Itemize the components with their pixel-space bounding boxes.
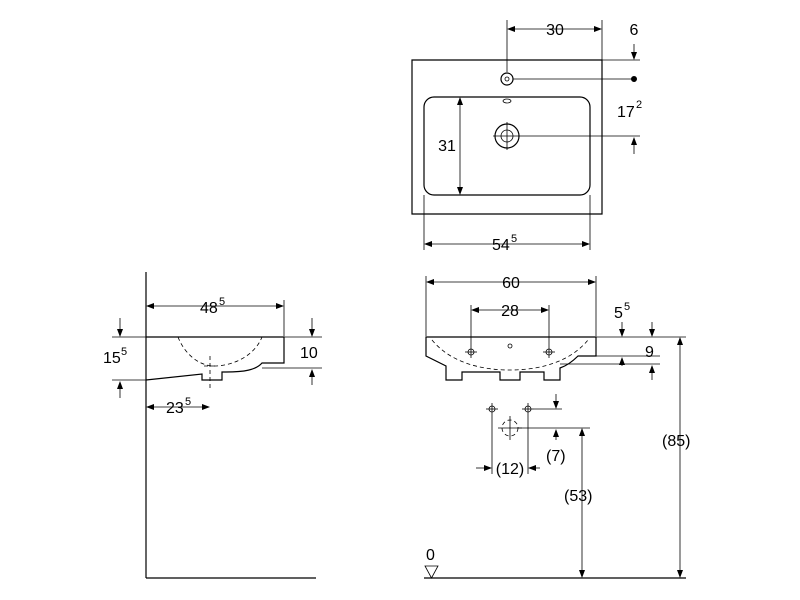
floor-level-marker (424, 565, 439, 579)
top-view-bowl (423, 96, 591, 196)
dim-30-label: 30 (546, 22, 564, 39)
dim-17-label: 17 (617, 104, 635, 121)
dim-15-label: 15 (103, 350, 121, 367)
side-view: 48 5 15 5 10 23 5 (103, 272, 322, 579)
top-view-outline (411, 59, 603, 215)
dim-23-sup: 5 (185, 396, 191, 408)
side-view-basin (145, 336, 285, 381)
dim-28-label: 28 (501, 303, 519, 320)
front-tap-mark-right (543, 346, 555, 358)
dim-17-sup: 2 (636, 99, 642, 111)
dim-48-label: 48 (200, 300, 218, 317)
dim-7-label: (7) (546, 448, 566, 465)
dim-48-sup: 5 (219, 296, 225, 308)
dim-53-label: (53) (564, 488, 592, 505)
dim-54-label: 54 (492, 237, 510, 254)
dim-5-label: 5 (614, 305, 623, 322)
dim-85-label: (85) (662, 433, 690, 450)
dim-12-label: (12) (496, 461, 524, 478)
dim-9-label: 9 (645, 344, 654, 361)
dim-15-sup: 5 (121, 346, 127, 358)
tap-hole (500, 72, 514, 86)
floor-level-label: 0 (426, 547, 435, 564)
dim-23-label: 23 (166, 400, 184, 417)
supply-mark-right (522, 403, 534, 415)
top-view: 30 6 17 2 31 54 5 (411, 20, 642, 254)
front-view-basin (425, 336, 597, 381)
front-tap-mark-left (465, 346, 477, 358)
front-view: 60 28 5 5 9 (85) 0 (424, 275, 690, 579)
dim-6-label: 6 (630, 22, 639, 39)
dim-5-sup: 5 (624, 301, 630, 313)
overflow-hole (502, 98, 512, 104)
dim-60-label: 60 (502, 275, 520, 292)
supply-mark-left (486, 403, 498, 415)
dim-10-label: 10 (300, 345, 318, 362)
dim-31-label: 31 (438, 138, 456, 155)
dim-54-sup: 5 (511, 233, 517, 245)
